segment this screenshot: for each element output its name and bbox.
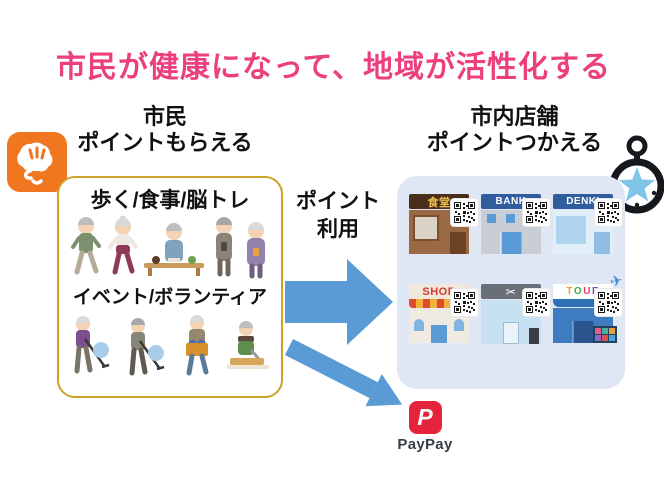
shop-restaurant: 食堂 [409, 194, 478, 254]
restaurant-door [450, 232, 466, 254]
citizens-heading-line1: 市民 [142, 104, 187, 129]
shop-electronics: DENKI [553, 194, 622, 254]
point-usage-label: ポイント 利用 [286, 188, 390, 245]
point-usage-label-line2: 利用 [317, 218, 359, 242]
qr-code-icon [595, 199, 622, 226]
brochure-rack [593, 326, 617, 343]
point-usage-label-line1: ポイント [296, 190, 380, 213]
activities-row2-illustrations [69, 309, 271, 379]
city-shops-box: 食堂 BANK DENKI SHOP [397, 176, 625, 389]
qr-code-icon [523, 289, 550, 316]
elderly-man-litter-picking-illustration [129, 318, 164, 376]
elderly-woman-standing-illustration [247, 222, 265, 279]
paypay-label: PayPay [397, 436, 453, 453]
qr-code-icon [523, 199, 550, 226]
shop-door [431, 325, 447, 343]
down-right-arrow [284, 338, 403, 407]
salon-chalkboard [529, 328, 539, 344]
elderly-man-eating-meal-illustration [144, 223, 204, 276]
elderly-man-standing-illustration [215, 217, 232, 277]
salon-door [503, 322, 519, 344]
shops-heading: 市内店舗 ポイントつかえる [392, 104, 637, 157]
right-arrow [285, 259, 393, 345]
shops-heading-line2: ポイントつかえる [426, 130, 603, 156]
shop-awning [409, 299, 469, 308]
elderly-woman-carrying-basket-illustration [186, 315, 209, 376]
brain-training-app-icon [6, 131, 68, 198]
citizens-heading: 市民 ポイントもらえる [40, 104, 290, 157]
tour-awning [553, 299, 613, 307]
paypay-block: P PayPay [392, 401, 458, 453]
page-title: 市民が健康になって、地域が活性化する [56, 51, 611, 84]
elderly-person-cooking-illustration [226, 321, 269, 369]
activities-row1-illustrations [69, 214, 271, 280]
qr-code-icon [595, 289, 622, 316]
citizens-heading-line2: ポイントもらえる [77, 130, 253, 156]
walking-elderly-man-illustration [71, 217, 101, 275]
shop-general: SHOP [409, 284, 478, 344]
citizen-activities-box: 歩く/食事/脳トレ [57, 176, 283, 398]
elderly-woman-litter-picking-illustration [74, 316, 110, 374]
electronics-door [594, 232, 610, 254]
shop-travel-agency: ✈ TOUR [553, 272, 625, 344]
shop-hair-salon: ✂ [481, 284, 550, 344]
bank-door [500, 232, 522, 254]
walking-elderly-woman-illustration [107, 216, 138, 275]
paypay-logo: P [408, 401, 442, 434]
tour-door [572, 321, 594, 343]
qr-code-icon [451, 289, 478, 316]
qr-code-icon [451, 199, 478, 226]
shops-grid: 食堂 BANK DENKI SHOP [397, 176, 625, 344]
shops-heading-line1: 市内店舗 [470, 104, 559, 129]
activities-row1-label: 歩く/食事/脳トレ [90, 189, 250, 212]
activities-row2-label: イベント/ボランティア [72, 287, 268, 308]
shop-bank: BANK [481, 194, 550, 254]
